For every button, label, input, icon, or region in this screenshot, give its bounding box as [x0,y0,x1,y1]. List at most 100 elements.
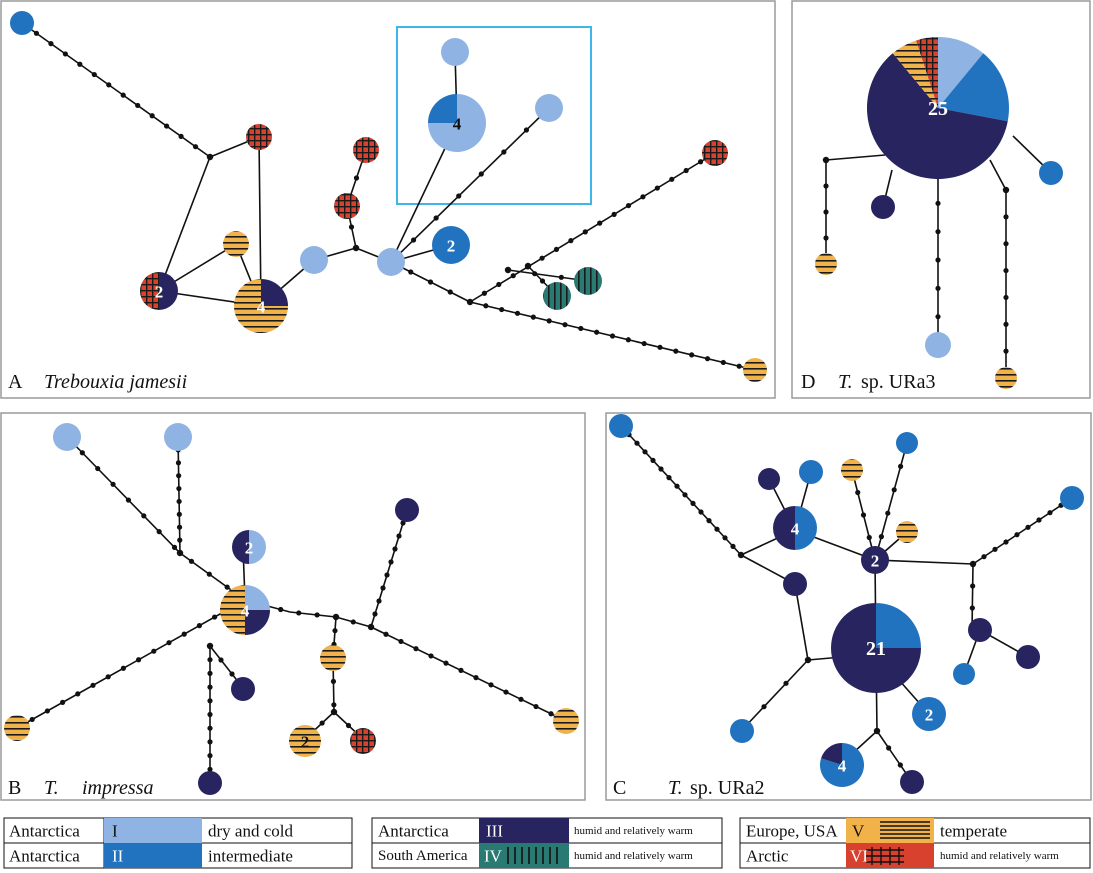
node-a-orange-small [223,231,249,257]
network-edge [989,159,1007,191]
mutation-step-dot [428,653,434,659]
node-c-dark-2 [783,572,807,596]
median-vector-dot [352,244,360,252]
node-d-light [925,332,951,358]
node-slice [553,708,579,734]
mutation-step-dot [380,585,386,591]
mutation-step-dot [689,352,695,358]
node-a-box-center: 4 [428,94,486,152]
mutation-step-dot [1003,348,1009,354]
mutation-step-dot [981,554,987,560]
node-slice [220,585,245,635]
mutation-step-dot [224,584,230,590]
mutation-step-dot [674,483,680,489]
node-a-red-upper [246,124,272,150]
node-d-blue [1039,161,1063,185]
mutation-step-dot [823,209,829,215]
node-slice [953,663,975,685]
panel-c-letter: C [613,777,626,799]
legend-group-2: Antarctica III humid and relatively warm… [371,817,723,869]
network-edge [66,436,246,601]
mutation-step-dot [935,314,941,320]
mutation-step-dot [151,648,157,654]
mutation-step-dot [673,348,679,354]
mutation-step-dot [736,363,742,369]
node-c-hub: 2 [861,546,889,574]
node-slice [866,53,1008,180]
node-slice [574,267,602,295]
mutation-step-dot [935,229,941,235]
node-slice [896,521,918,543]
panel-c-epithet: sp. URa2 [690,777,764,799]
node-slice [223,231,249,257]
node-c-top-left [609,414,633,438]
mutation-step-dot [90,682,96,688]
mutation-step-dot [886,745,892,751]
mutation-step-dot [720,359,726,366]
mutation-step-dot [458,667,464,673]
network-edge [469,152,716,303]
median-vector-dot [466,298,474,306]
node-c-split-upper: 4 [773,506,817,550]
mutation-step-dot [1003,267,1009,274]
mutation-step-dot [149,113,155,119]
mutation-step-dot [568,238,574,244]
node-slice [353,137,379,163]
legend-code: V [852,822,865,841]
node-slice [609,414,633,438]
node-slice [912,697,946,731]
network-edge [177,436,181,554]
mutation-step-dot [120,92,126,98]
mutation-step-dot [499,306,505,313]
mutation-step-dot [207,725,213,731]
mutation-step-dot [488,682,494,688]
mutation-step-dot [384,572,390,578]
mutation-step-dot [823,183,829,189]
legend-region: Arctic [746,847,789,866]
mutation-step-dot [141,513,147,519]
network-edge [972,497,1073,565]
node-count-label: 2 [871,552,880,571]
node-c-dark-bottom [900,770,924,794]
node-c-blue-right [1060,486,1084,510]
mutation-step-dot [218,657,224,663]
node-slice [289,725,321,757]
node-slice [938,37,984,108]
node-c-dark-4 [1016,645,1040,669]
node-slice [1016,645,1040,669]
mutation-step-dot [62,51,68,57]
network-edge [158,156,211,292]
mutation-step-dot [969,605,975,611]
network-edge [370,509,408,628]
node-d-dark [871,195,895,219]
node-slice [1039,161,1063,185]
network-edge [16,599,246,729]
mutation-step-dot [714,526,720,532]
node-b-red [350,728,376,754]
node-b-dark-mid [231,677,255,701]
node-a-box-right [535,94,563,122]
mutation-step-dot [654,185,660,191]
node-slice [245,585,270,610]
mutation-step-dot [597,220,603,226]
legend-swatch-III [479,818,569,843]
mutation-step-dot [176,511,182,517]
mutation-step-dot [110,481,116,487]
node-a-teal-1 [574,267,602,295]
mutation-step-dot [398,638,404,645]
mutation-step-dot [503,689,509,695]
mutation-step-dot [178,133,184,139]
node-slice [4,715,30,741]
legend-climate: intermediate [208,847,293,866]
node-c-dark-3 [968,618,992,642]
node-d-big: 25 [866,37,1009,180]
node-slice [234,279,288,333]
panel-b-frame [0,412,586,801]
mutation-step-dot [666,475,672,481]
median-vector-dot [1002,186,1010,194]
node-count-label: 2 [245,539,254,558]
mutation-step-dot [501,149,507,155]
mutation-step-dot [514,310,521,316]
node-slice [543,282,571,310]
mutation-step-dot [657,344,663,350]
